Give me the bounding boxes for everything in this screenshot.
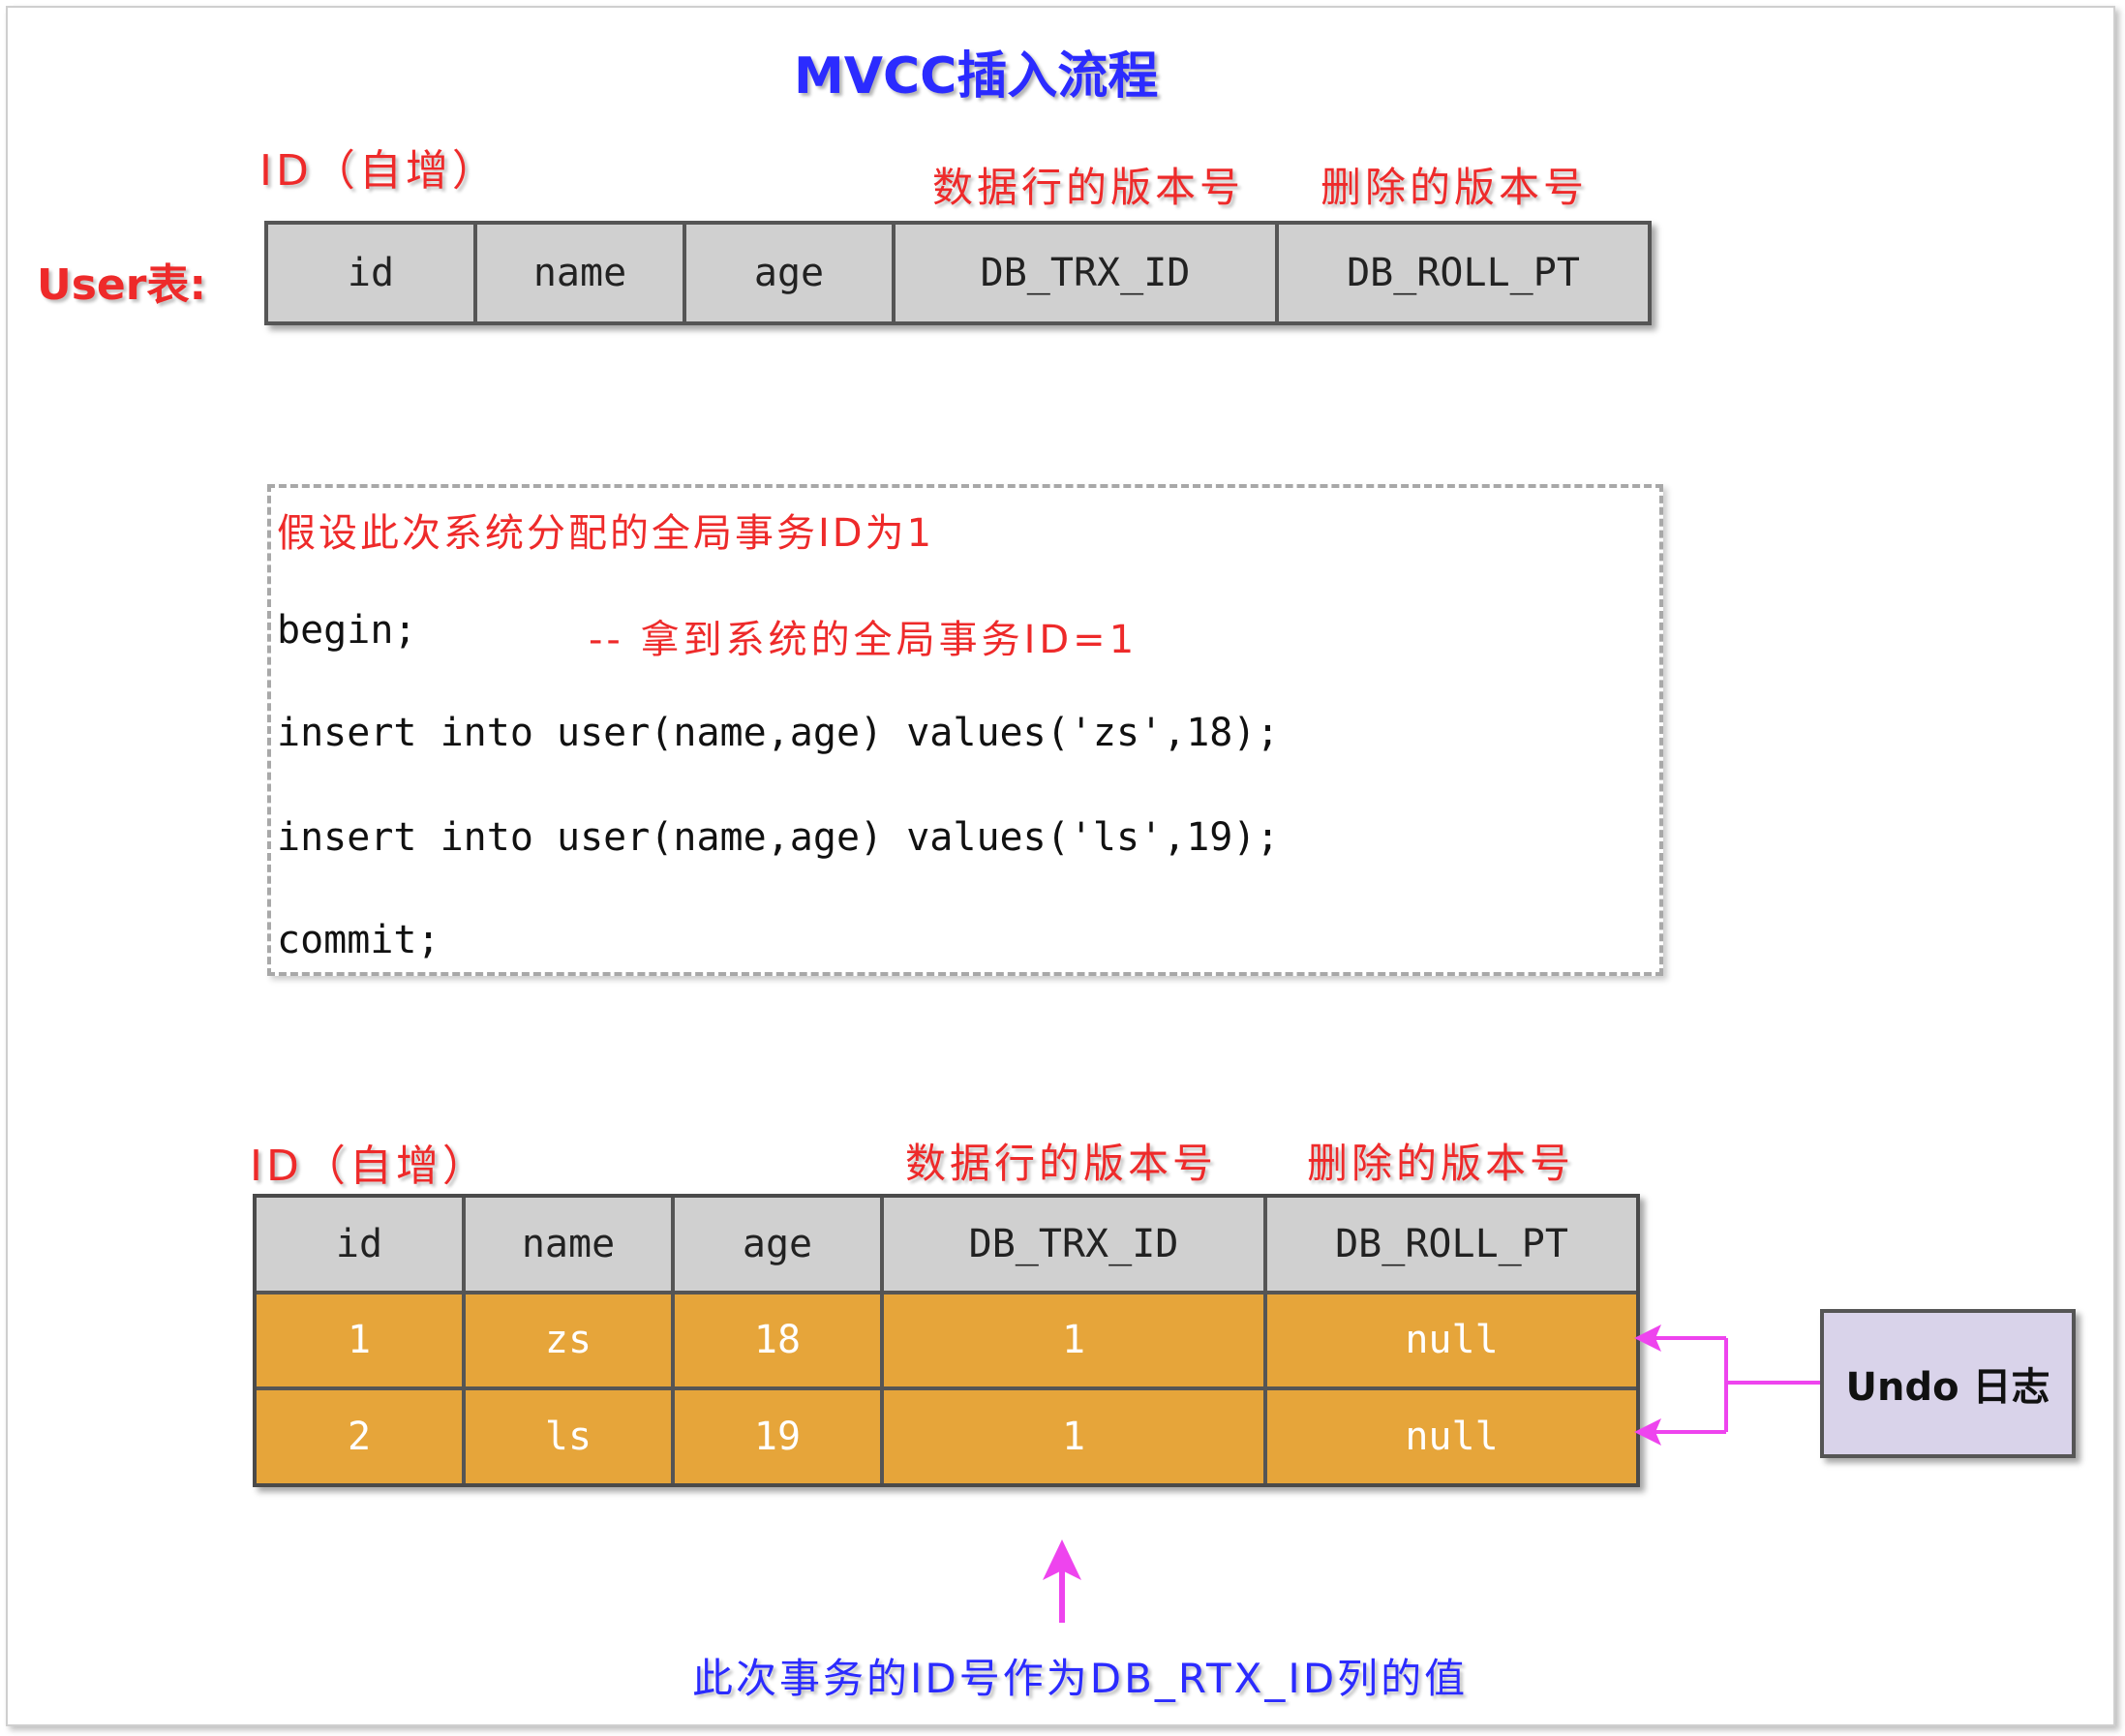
row2-db-roll-pt: null	[1267, 1390, 1636, 1483]
code-commit: commit;	[277, 918, 440, 962]
row2-age: 19	[675, 1390, 880, 1483]
row1-name: zs	[466, 1294, 671, 1387]
row2-db-trx-id: 1	[884, 1390, 1263, 1483]
trx-version-note-2: 数据行的版本号	[905, 1140, 1218, 1187]
row1-id: 1	[257, 1294, 462, 1387]
code-begin: begin;	[277, 608, 417, 653]
code-comment-global-trx: 假设此次系统分配的全局事务ID为1	[277, 511, 935, 556]
header-age: age	[686, 225, 892, 321]
code-begin-comment: -- 拿到系统的全局事务ID=1	[589, 618, 1138, 662]
header-name: name	[466, 1198, 671, 1291]
id-autoinc-note-2: ID（自增）	[250, 1142, 489, 1191]
header-db-roll-pt: DB_ROLL_PT	[1279, 225, 1648, 321]
code-insert-ls: insert into user(name,age) values('ls',1…	[277, 815, 1280, 860]
header-age: age	[675, 1198, 880, 1291]
roll-version-note-2: 删除的版本号	[1307, 1140, 1575, 1187]
row2-id: 2	[257, 1390, 462, 1483]
row2-name: ls	[466, 1390, 671, 1483]
header-id: id	[257, 1198, 462, 1291]
user-table-label: User表:	[37, 260, 207, 310]
header-db-roll-pt: DB_ROLL_PT	[1267, 1198, 1636, 1291]
header-db-trx-id: DB_TRX_ID	[896, 225, 1275, 321]
diagram-title: MVCC插入流程	[794, 47, 1159, 106]
row1-age: 18	[675, 1294, 880, 1387]
trx-version-note-1: 数据行的版本号	[932, 164, 1245, 211]
roll-version-note-1: 删除的版本号	[1321, 164, 1589, 211]
undo-log-box: Undo 日志	[1820, 1309, 2076, 1458]
user-table-data: id name age DB_TRX_ID DB_ROLL_PT 1 zs 18…	[253, 1194, 1640, 1487]
header-id: id	[268, 225, 473, 321]
bottom-explanation: 此次事务的ID号作为DB_RTX_ID列的值	[692, 1655, 1469, 1702]
row1-db-trx-id: 1	[884, 1294, 1263, 1387]
code-insert-zs: insert into user(name,age) values('zs',1…	[277, 711, 1280, 755]
transaction-code-box: 假设此次系统分配的全局事务ID为1 begin; -- 拿到系统的全局事务ID=…	[267, 484, 1663, 976]
header-db-trx-id: DB_TRX_ID	[884, 1198, 1263, 1291]
user-table-schema: id name age DB_TRX_ID DB_ROLL_PT	[264, 221, 1652, 325]
id-autoinc-note-1: ID（自增）	[259, 146, 499, 196]
header-name: name	[477, 225, 683, 321]
row1-db-roll-pt: null	[1267, 1294, 1636, 1387]
